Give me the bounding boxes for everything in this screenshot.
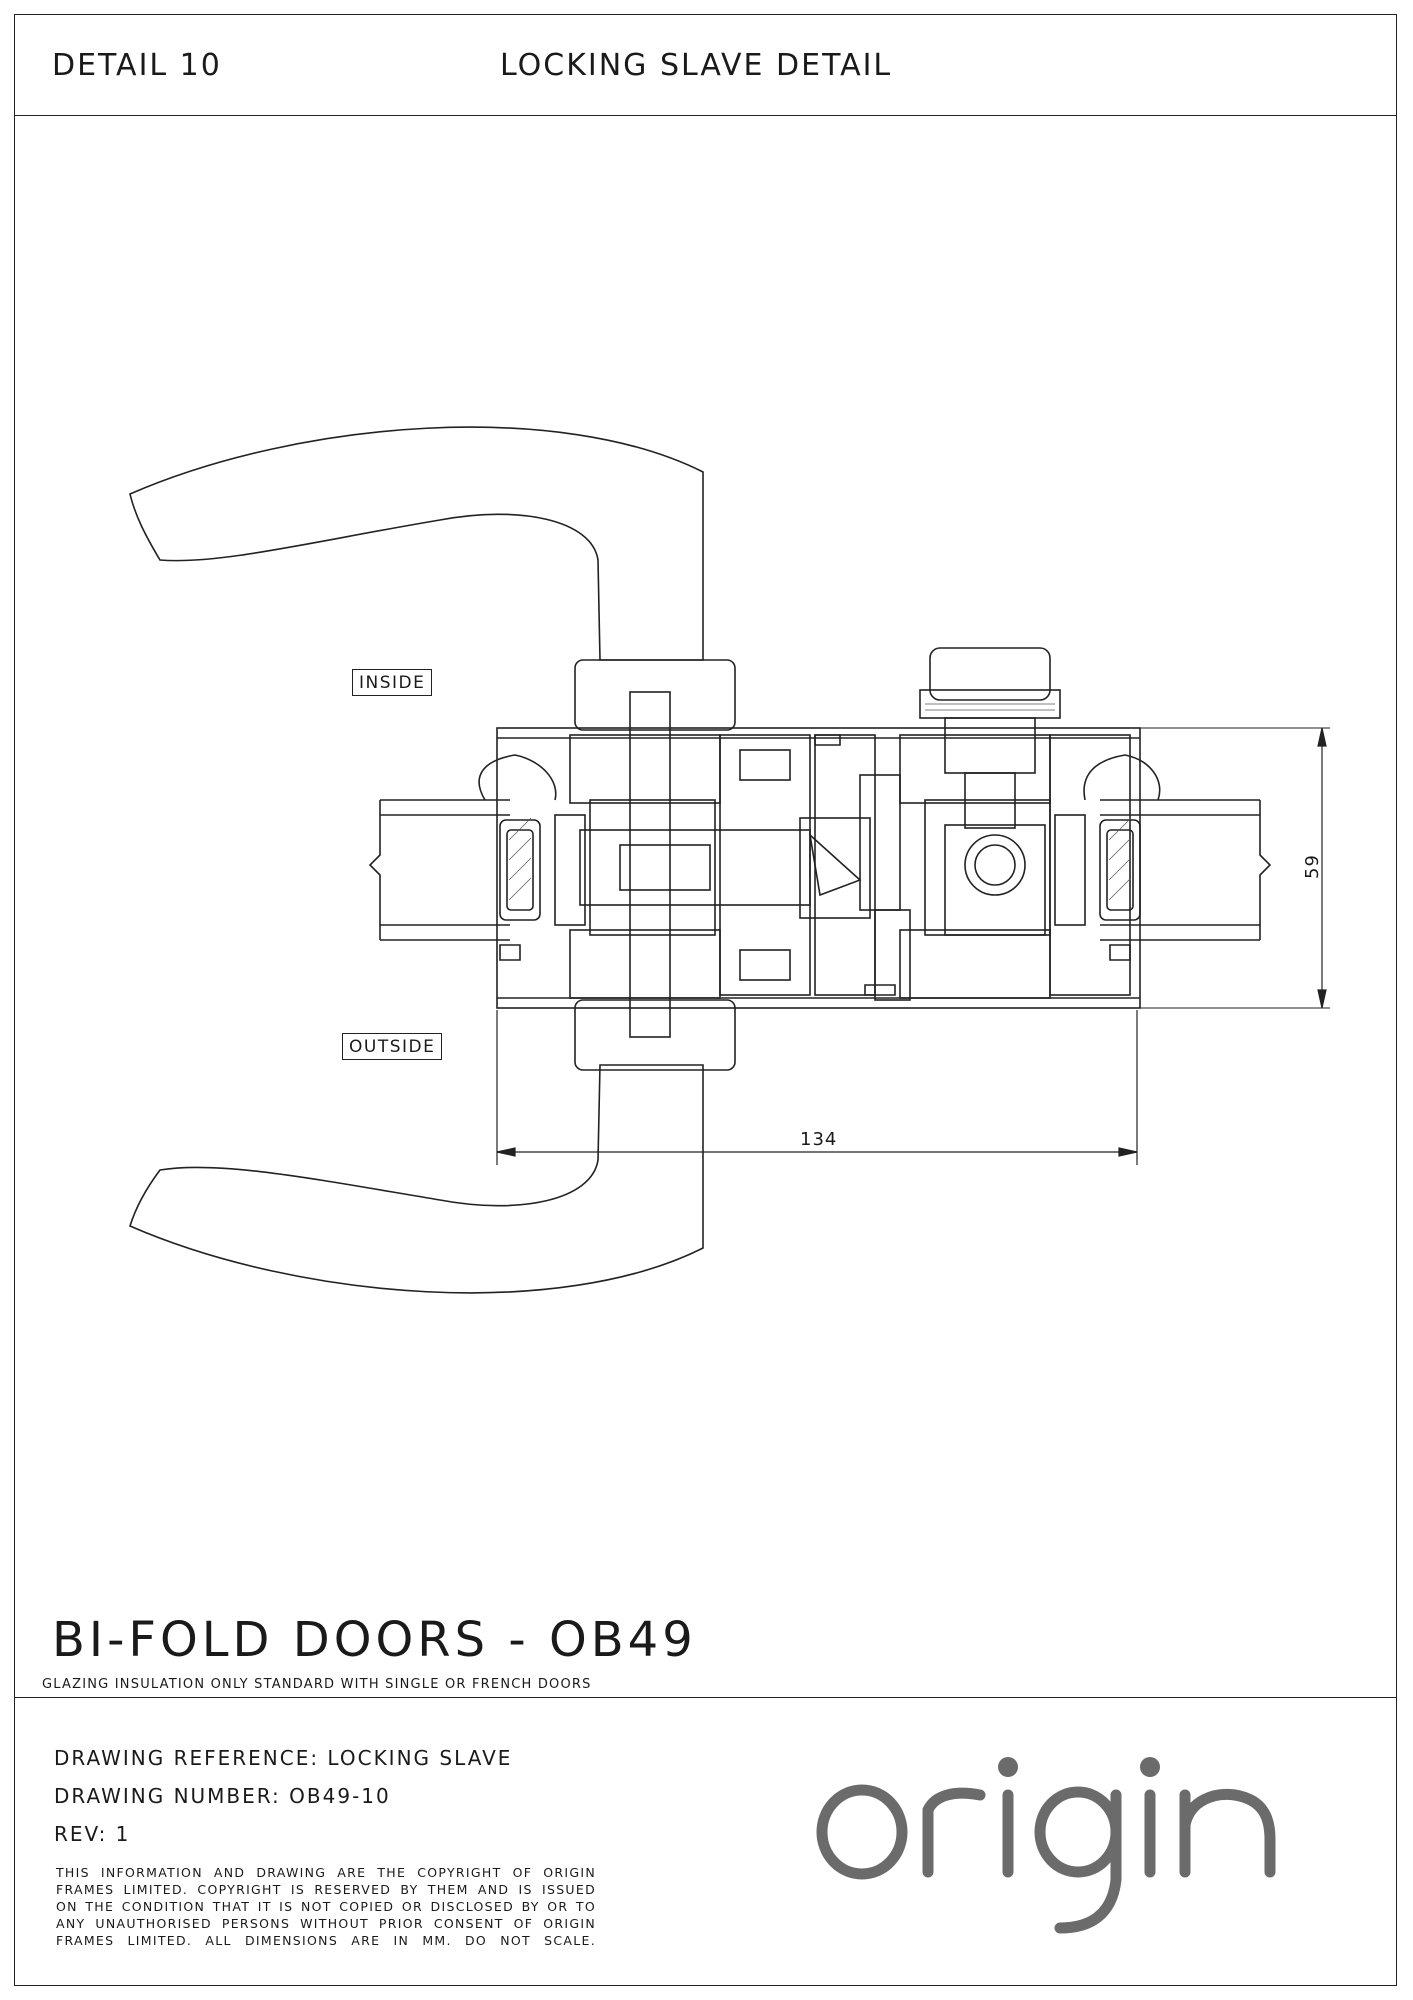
copyright-line: ANY UNAUTHORISED PERSONS WITHOUT PRIOR C…: [56, 1916, 596, 1931]
copyright-line: FRAMES LIMITED. ALL DIMENSIONS ARE IN MM…: [56, 1933, 596, 1948]
copyright-line: ON THE CONDITION THAT IT IS NOT COPIED O…: [56, 1899, 596, 1914]
drawing-number: DRAWING NUMBER: OB49-10: [54, 1784, 391, 1808]
drawing-reference: DRAWING REFERENCE: LOCKING SLAVE: [54, 1746, 513, 1770]
outer-frame-profile: [496, 727, 1141, 1009]
inside-label: INSIDE: [352, 669, 433, 696]
outside-rosette: [574, 999, 736, 1071]
drawing-sheet-border: [14, 14, 1397, 1986]
inside-rosette: [574, 659, 736, 731]
header-divider: [14, 115, 1397, 116]
height-dimension: 59: [1301, 854, 1323, 879]
product-subtitle: GLAZING INSULATION ONLY STANDARD WITH SI…: [42, 1677, 592, 1692]
detail-number: DETAIL 10: [52, 48, 222, 83]
revision: REV: 1: [54, 1822, 131, 1846]
inside-lever-handle: [129, 426, 704, 661]
outside-lever-handle: [129, 1064, 704, 1294]
copyright-line: FRAMES LIMITED. COPYRIGHT IS RESERVED BY…: [56, 1882, 596, 1897]
slave-thumb-turn: [929, 647, 1051, 701]
product-title: BI-FOLD DOORS - OB49: [52, 1612, 697, 1668]
outside-label: OUTSIDE: [342, 1033, 443, 1060]
lock-body: [579, 829, 811, 906]
handle-spindle: [629, 691, 671, 1038]
copyright-line: THIS INFORMATION AND DRAWING ARE THE COP…: [56, 1865, 596, 1880]
detail-title: LOCKING SLAVE DETAIL: [500, 48, 893, 83]
copyright-notice: THIS INFORMATION AND DRAWING ARE THE COP…: [56, 1864, 596, 1949]
width-dimension: 134: [800, 1129, 838, 1150]
titleblock-divider: [14, 1697, 1397, 1698]
